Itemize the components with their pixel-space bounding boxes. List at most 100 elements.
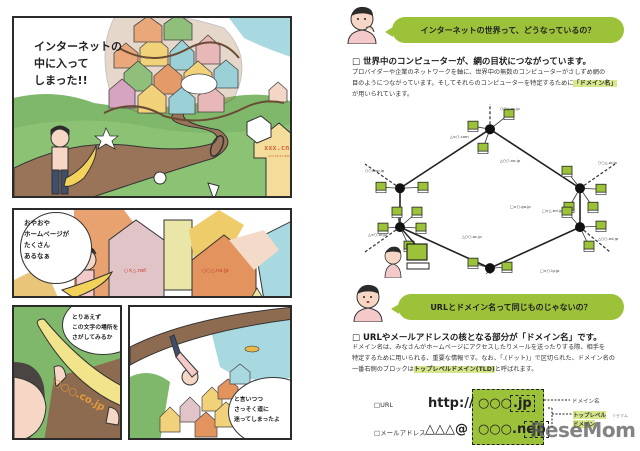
domain-label: △○○.ne.jp xyxy=(500,158,521,163)
computer-base xyxy=(467,128,479,133)
panel-2-sign-1: ○×△.net xyxy=(124,268,147,274)
computer-base xyxy=(561,214,573,218)
section-1-body-line-3: が用いられています。 xyxy=(352,91,414,98)
computer-base xyxy=(501,269,513,273)
network-link xyxy=(489,128,581,189)
url-domain: ○○○ xyxy=(478,396,513,411)
computer-base xyxy=(467,265,479,269)
computer-icon xyxy=(595,183,607,193)
computer-icon xyxy=(377,222,389,232)
computer-icon xyxy=(587,201,599,211)
computer-icon xyxy=(561,165,573,175)
network-link xyxy=(489,226,581,269)
computer-icon xyxy=(467,120,479,130)
domain-label: △×○.or.jp xyxy=(368,232,387,237)
domain-name-highlight: 「ドメイン名」 xyxy=(573,80,617,87)
question-bubble-2: URLとドメイン名って同じものじゃないの？ xyxy=(391,294,624,320)
computer-icon xyxy=(561,206,573,216)
domain-label: △×○.com xyxy=(450,134,469,139)
mail-prefix: △△△@ xyxy=(425,422,468,437)
computer-base xyxy=(561,173,573,178)
network-diagram: ○○△.ac.jp △×○.com △○○.ne.jp ○○△.or.jp ○○×.or… xyxy=(364,104,619,274)
domain-label: △○○.ac.jp xyxy=(462,234,482,239)
computer-base xyxy=(377,230,389,234)
network-hub xyxy=(395,183,405,194)
manga-panel-4: と言いつつ さっそく道に 迷ってしまったよ xyxy=(128,305,292,440)
tld-highlight: トップレベルドメイン(TLD) xyxy=(413,366,495,373)
domain-label: ○○△.ac.jp xyxy=(500,106,520,111)
computer-icon xyxy=(411,206,423,216)
computer-base xyxy=(391,214,403,218)
panel-4-caption: と言いつつ さっそく道に 迷ってしまったよ xyxy=(234,397,280,423)
section-2-body-line-3-pre: 一番右側のブロックは xyxy=(352,366,414,373)
domain-label: □×○.go.jp xyxy=(510,204,531,209)
domain-name-annotation: ドメイン名 xyxy=(572,399,600,405)
panel-1-sign-sub: 123.45.67.890 xyxy=(268,154,290,158)
boy-at-computer-icon xyxy=(384,243,430,278)
panel-3-caption: とりあえず この文字の場所を さがしてみるか xyxy=(72,315,119,341)
tld-annotation-line-2: ドメイン xyxy=(573,420,596,428)
boy-character xyxy=(50,125,97,195)
section-2-body-line-1: ドメイン名は、みなさんがホームページにアクセスしたりメールを送ったりする際、相手… xyxy=(352,344,606,351)
computer-base xyxy=(595,228,607,232)
domain-label: □×△.ed.jp xyxy=(542,208,563,213)
manga-panel-1: インターネットの 中に入って しまった!! xxx.cn 123.45.67.8… xyxy=(12,16,292,198)
network-outbound-link xyxy=(579,226,611,253)
section-1-body-line-1: プロバイダーや企業のネットワークを軸に、世界中の無数のコンピューターがさしずめ網… xyxy=(352,69,606,76)
computer-icon xyxy=(501,261,513,271)
domain-label: ○○×.or.jp xyxy=(365,168,385,173)
panel-1-sign-text: xxx.cn xyxy=(264,144,290,152)
computer-icon xyxy=(391,206,403,216)
manga-panel-3: とりあえず この文字の場所を さがしてみるか ○○○.co.jp xyxy=(12,305,122,440)
section-2-body-line-3-post: と呼ばれます。 xyxy=(494,366,538,373)
panel-2-speech-bubble xyxy=(20,212,92,284)
domain-label: △○○.ed.jp xyxy=(598,236,619,241)
section-1-heading: □ 世界中のコンピューターが、網の目状につながっています。 xyxy=(352,57,592,67)
computer-base xyxy=(415,230,427,234)
computer-icon xyxy=(417,181,429,191)
annotation-lines xyxy=(544,399,572,428)
section-1-body-line-2-text: 目のようにつながっています。そしてそれらのコンピューターを特定するために xyxy=(352,80,574,87)
mail-row-label: □メールアドレス xyxy=(374,429,426,437)
domain-label: ○○△.or.jp xyxy=(598,160,618,165)
computer-icon xyxy=(375,181,387,191)
url-row-label: □URL xyxy=(374,401,394,409)
network-hub xyxy=(485,263,495,274)
computer-base xyxy=(417,189,429,194)
network-link xyxy=(399,128,491,189)
network-hub xyxy=(485,124,495,135)
network-outbound-link xyxy=(364,226,401,253)
url-tld: .jp xyxy=(510,395,535,412)
question-bubble-1: インターネットの世界って、どうなっているの？ xyxy=(385,17,624,43)
domain-name-box xyxy=(472,389,544,445)
section-1-body-line-2: 目のようにつながっています。そしてそれらのコンピューターを特定するために「ドメイ… xyxy=(352,78,636,89)
network-outbound-link xyxy=(579,163,616,189)
computer-icon xyxy=(415,222,427,232)
confused-boy-icon xyxy=(353,284,383,322)
user-link xyxy=(399,226,416,245)
network-hub xyxy=(575,183,585,194)
computer-base xyxy=(477,150,489,155)
panel-2-caption: おやおや ホームページが たくさん あるなぁ xyxy=(24,219,70,260)
panel-2-sign-2: ○○△.ne.jp xyxy=(202,268,229,274)
computer-base xyxy=(583,248,595,252)
computer-base xyxy=(587,209,599,214)
computer-icon xyxy=(595,220,607,230)
section-2-heading: □ URLやメールアドレスの核となる部分が「ドメイン名」です。 xyxy=(352,333,602,343)
section-1-body: プロバイダーや企業のネットワークを軸に、世界中の無数のコンピューターがさしずめ網… xyxy=(352,67,636,100)
section-2-body-line-2: 特定するために用いられる、重要な情報です。なお、「.(ドット)」で区切られた、ド… xyxy=(352,355,615,362)
resemom-watermark-logo: ReseMom xyxy=(530,418,636,442)
computer-base xyxy=(595,191,607,196)
computer-icon xyxy=(583,240,595,250)
url-prefix: http:// xyxy=(428,396,474,411)
computer-icon xyxy=(467,257,479,267)
thinking-boy-icon xyxy=(347,6,377,44)
network-hub xyxy=(575,222,585,233)
domain-label: □×○.lg.jp xyxy=(540,268,560,273)
section-2-body: ドメイン名は、みなさんがホームページにアクセスしたりメールを送ったりする際、相手… xyxy=(352,342,636,375)
section-2-body-line-3: 一番右側のブロックはトップレベルドメイン(TLD)と呼ばれます。 xyxy=(352,364,636,375)
panel-1-illustration xyxy=(14,18,290,196)
manga-panel-2: おやおや ホームページが たくさん あるなぁ ○×△.net ○○△.ne.jp xyxy=(12,208,292,298)
computer-base xyxy=(411,214,423,218)
computer-base xyxy=(503,116,515,120)
